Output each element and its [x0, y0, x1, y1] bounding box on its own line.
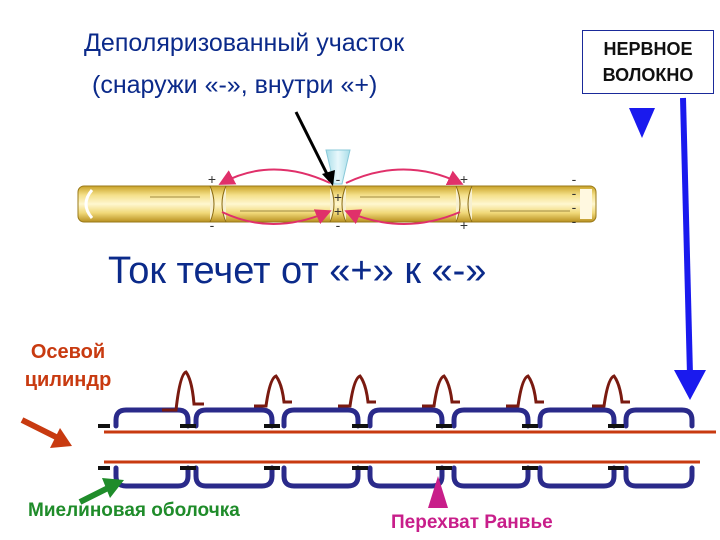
- axon-pointer-arrow: [20, 417, 72, 448]
- sign-outer-1: +: [208, 171, 216, 187]
- arrow-long-head-icon: [674, 370, 706, 400]
- axial-cylinder-label-line1: Осевой: [30, 341, 106, 363]
- spike-1: [162, 370, 204, 412]
- myelin-segments-upper: [113, 407, 695, 429]
- sign-inner-3: +: [334, 189, 342, 205]
- sign-inner-4: +: [334, 203, 342, 219]
- illustrated-nerve-fiber: [77, 185, 597, 223]
- sign-outer-4: -: [336, 217, 341, 233]
- axial-cylinder-label: Осевой цилиндр: [8, 338, 128, 394]
- sign-right-4: -: [572, 213, 577, 229]
- myelin-sheath-label: Миелиновая оболочка: [28, 500, 240, 521]
- spike-6: [592, 374, 630, 408]
- sign-outer-6: +: [460, 217, 468, 233]
- spike-5: [506, 374, 544, 408]
- sign-inner-1: -: [210, 217, 215, 233]
- charge-signs: + - - + + - + + - - - -: [208, 171, 577, 233]
- nerve-fiber-label-line1: НЕРВНОЕ: [603, 39, 693, 59]
- sign-right-1: -: [572, 171, 577, 187]
- ranvier-pointer-icon: [428, 476, 448, 508]
- local-current-arrows: [218, 168, 464, 225]
- axial-cylinder-label-line2: цилиндр: [24, 369, 112, 391]
- nerve-fiber-arrows: [629, 97, 706, 400]
- nerve-fiber-label-line2: ВОЛОКНО: [602, 65, 694, 85]
- myelin-segments-lower: [113, 465, 695, 489]
- depolarization-pointer-arrow: [294, 111, 335, 186]
- myelin-pointer-arrow: [78, 478, 124, 505]
- depolarized-title: Деполяризованный участок: [84, 29, 405, 57]
- arrow-long-shaft: [680, 97, 693, 376]
- nerve-fiber-box: НЕРВНОЕ ВОЛОКНО: [582, 30, 714, 94]
- spike-3: [338, 374, 376, 408]
- sign-right-3: -: [572, 199, 577, 215]
- sign-outer-3: -: [336, 171, 341, 187]
- myelinated-fiber-schematic: [98, 370, 716, 489]
- ranvier-node-label: Перехват Ранвье: [391, 512, 553, 533]
- current-direction-text: Ток течет от «+» к «-»: [108, 250, 487, 292]
- depolarized-subtitle: (снаружи «-», внутри «+): [92, 71, 378, 99]
- arrow-down-short-icon: [629, 108, 655, 138]
- node-marks: [98, 424, 624, 470]
- sign-outer-5: +: [460, 171, 468, 187]
- spike-4: [422, 374, 460, 408]
- action-potential-spikes: [162, 370, 630, 412]
- spike-2: [254, 374, 292, 408]
- sign-right-2: -: [572, 185, 577, 201]
